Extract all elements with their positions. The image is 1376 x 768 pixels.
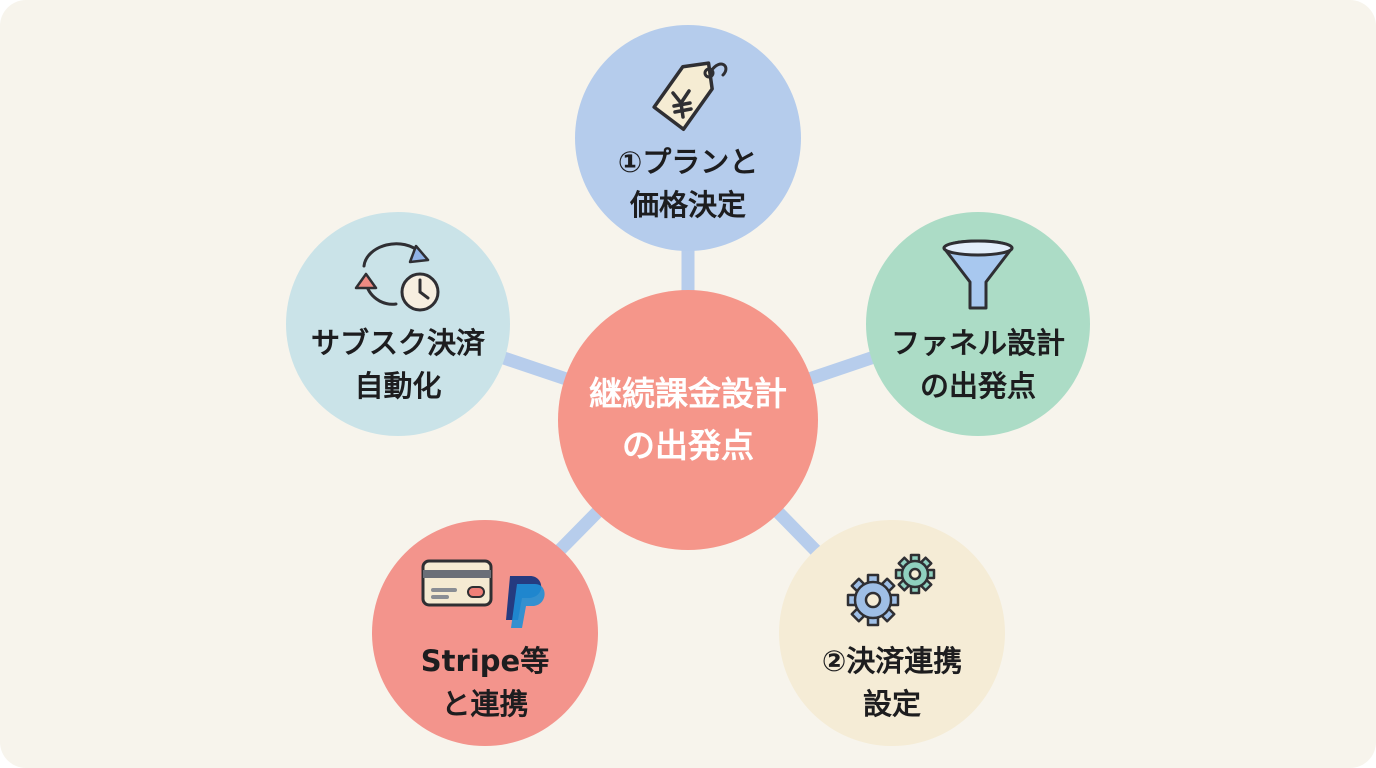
node-subs-label-line2: 自動化 — [354, 369, 442, 403]
node-subscription-automation: サブスク決済 自動化 — [286, 212, 510, 436]
node-payment-integration: ②決済連携 設定 — [779, 520, 1005, 746]
node-subs-label-line1: サブスク決済 — [310, 326, 485, 360]
node-payment-label-line2: 設定 — [862, 687, 921, 721]
node-funnel-label-line1: ファネル設計 — [890, 326, 1065, 360]
node-plan-label-line2: 価格決定 — [629, 188, 746, 222]
node-funnel-label-line2: の出発点 — [919, 369, 1036, 403]
node-funnel-design: ファネル設計 の出発点 — [866, 212, 1090, 436]
node-stripe-label-line1: Stripe等 — [420, 644, 550, 678]
node-stripe-label-line2: と連携 — [441, 687, 529, 721]
recurring-clock-icon — [354, 242, 440, 312]
node-plan-pricing: ①プランと 価格決定 — [575, 25, 801, 251]
node-payment-label-line1: ②決済連携 — [821, 644, 963, 678]
funnel-icon — [942, 239, 1014, 310]
yen-price-tag-icon — [652, 61, 728, 131]
center-label-line2: の出発点 — [622, 426, 754, 465]
credit-card-paypal-icon — [421, 559, 545, 628]
gears-icon — [846, 553, 936, 627]
node-stripe-integration: Stripe等 と連携 — [372, 520, 598, 746]
center-hub: 継続課金設計 の出発点 — [558, 290, 818, 550]
node-plan-label-line1: ①プランと — [617, 145, 759, 179]
center-label-line1: 継続課金設計 — [589, 374, 787, 413]
